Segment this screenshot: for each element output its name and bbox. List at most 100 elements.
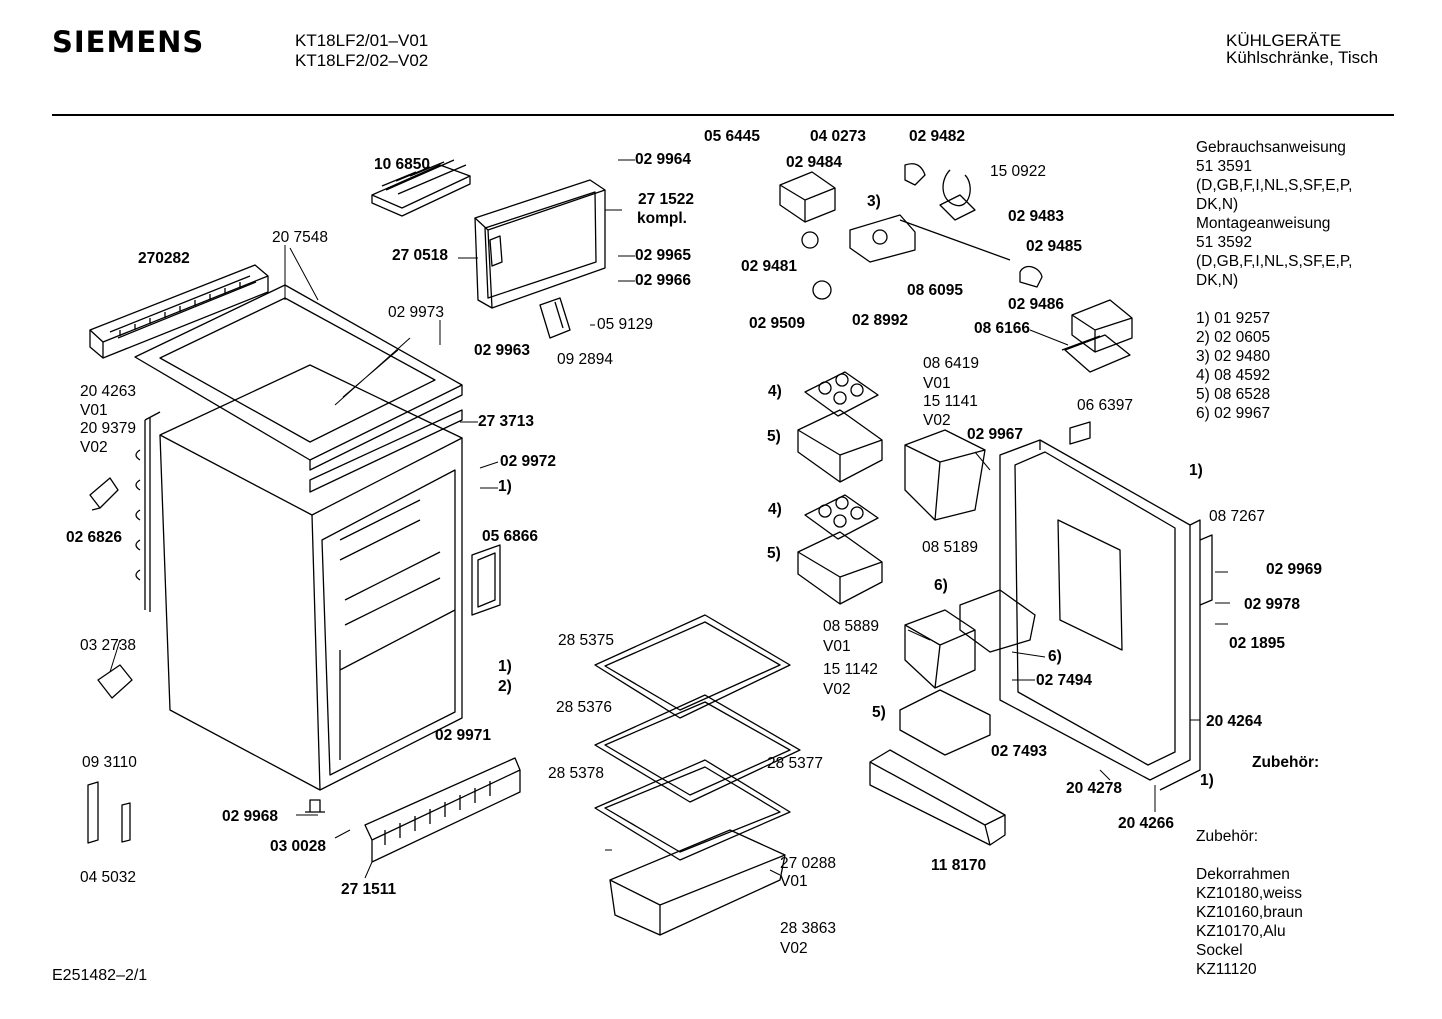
part-number-label: 04 0273 [810,128,867,145]
part-number-label: 08 6095 [907,282,964,299]
part-number-label: 20 4278 [1066,780,1123,797]
door-bins [869,429,1036,846]
part-number-label: 09 2894 [557,351,614,368]
part-number-label: 02 9484 [786,154,843,171]
part-number-label: 2) [498,678,512,695]
part-number-label: 28 5377 [767,755,824,772]
part-number-label: 6) [934,577,948,594]
part-number-label: 15 1142 [823,661,878,678]
part-number-label: 27 1511 [341,881,397,898]
part-number-label: 20 4264 [1206,713,1263,730]
fridge-door [999,439,1213,791]
part-number-label: 28 5378 [548,765,605,782]
accessory-line: KZ10170,Alu [1196,923,1286,940]
part-number-label: 02 9967 [967,426,1024,443]
part-number-label: Zubehör: [1252,754,1320,771]
note-line: 6) 02 9967 [1196,405,1271,422]
note-line: DK,N) [1196,196,1239,213]
part-number-label: V01 [80,402,108,419]
part-number-label: 02 9486 [1008,296,1065,313]
plinth-grille [364,757,521,863]
note-line: 1) 01 9257 [1196,310,1271,327]
label-plate [1069,421,1091,445]
part-number-label: 270282 [138,250,190,267]
accessory-line: KZ11120 [1196,961,1257,978]
part-number-label: 02 8992 [852,312,909,329]
part-number-label: 02 9483 [1008,208,1065,225]
part-number-label: 02 9482 [909,128,966,145]
part-number-label: kompl. [637,210,687,227]
part-number-label: V02 [80,439,108,456]
part-number-label: 05 6866 [482,528,539,545]
part-number-label: 02 9509 [749,315,806,332]
part-number-label: 02 9966 [635,272,692,289]
part-number-label: 4) [768,383,782,400]
part-number-label: 27 3713 [478,413,535,430]
glass-shelves [594,614,801,936]
part-number-label: 02 9964 [635,151,692,168]
part-number-label: 27 0518 [392,247,449,264]
sensor-a [87,781,99,844]
ice-tray [371,159,471,217]
part-number-label: 02 9968 [222,808,279,825]
part-number-label: 02 7493 [991,743,1048,760]
accessory-line: KZ10180,weiss [1196,885,1302,902]
note-line: 4) 08 4592 [1196,367,1271,384]
part-number-label: 1) [498,658,512,675]
accessory-line: Zubehör: [1196,828,1259,845]
note-line: (D,GB,F,I,NL,S,SF,E,P, [1196,177,1353,194]
part-number-label: 20 9379 [80,420,137,437]
part-number-label: 02 6826 [66,529,123,546]
part-number-label: V01 [923,375,951,392]
note-line: 51 3591 [1196,158,1253,175]
part-number-label: 15 1141 [923,393,978,410]
part-number-label: 1) [498,478,512,495]
part-number-label: 28 5376 [556,699,613,716]
part-number-label: 10 6850 [374,156,431,173]
part-number-label: V02 [923,412,951,429]
cabinet-body [159,364,463,791]
part-number-label: 27 0288 [780,855,837,872]
part-number-label: 20 4266 [1118,815,1175,832]
accessory-line: Sockel [1196,942,1243,959]
hinge-bracket [539,297,571,339]
part-number-label: 27 1522 [638,191,695,208]
top-grille [89,264,269,359]
accessories-list: Zubehör: Dekorrahmen KZ10180,weiss KZ101… [1196,827,1303,979]
note-line: 51 3592 [1196,234,1253,251]
category-subtitle: Kühlschränke, Tisch [1226,48,1379,67]
part-number-label: 02 9972 [500,453,557,470]
part-number-label: 05 6445 [704,128,761,145]
part-number-label: V01 [823,638,851,655]
note-line: 5) 08 6528 [1196,386,1271,403]
foot [305,799,325,813]
note-line: (D,GB,F,I,NL,S,SF,E,P, [1196,253,1353,270]
relay [97,664,133,699]
accessory-line: Dekorrahmen [1196,866,1290,883]
note-line: Gebrauchsanweisung [1196,139,1346,156]
part-number-label: 15 0922 [990,163,1047,180]
part-number-label: 02 9971 [435,727,492,744]
category-title: KÜHLGERÄTE [1226,31,1342,50]
note-line: Montageanweisung [1196,215,1331,232]
part-number-label: 28 3863 [780,920,837,937]
part-number-label: 02 9485 [1026,238,1083,255]
part-number-label: 4) [768,501,782,518]
part-number-label: 11 8170 [931,857,987,874]
note-line [1196,290,1352,309]
egg-trays [797,371,883,605]
accessory-line: KZ10160,braun [1196,904,1303,921]
seal-plate [471,544,501,616]
part-number-label: 02 7494 [1036,672,1093,689]
model-line-1: KT18LF2/01–V01 [295,31,429,50]
footer-code: E251482–2/1 [52,967,148,984]
part-number-label: 1) [1189,462,1203,479]
part-number-label: 03 2738 [80,637,137,654]
part-number-label: 02 9963 [474,342,531,359]
model-line-2: KT18LF2/02–V02 [295,51,429,70]
part-number-label: 08 6419 [923,355,980,372]
part-number-label: 20 4263 [80,383,137,400]
part-number-label: 5) [767,545,781,562]
part-number-label: 6) [1048,648,1062,665]
drawer-cover [1061,335,1101,351]
